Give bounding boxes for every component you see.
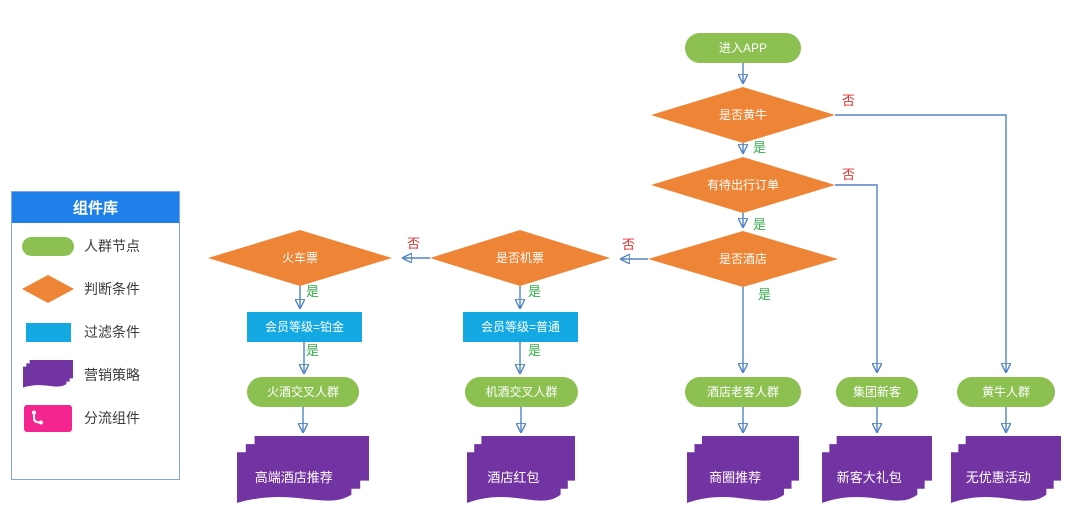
edge-label-no-pending: 否 [842, 167, 856, 182]
node-no-discount[interactable]: 无优惠活动 [951, 436, 1061, 509]
node-scalper-group[interactable]: 黄牛人群 [957, 377, 1055, 407]
node-label: 高端酒店推荐 [254, 470, 333, 485]
legend-item-label: 人群节点 [84, 238, 140, 254]
node-new-customer-gift[interactable]: 新客大礼包 [822, 436, 932, 509]
legend-item-strategy[interactable]: 营销策略 [12, 355, 179, 395]
node-hotel-old-customers[interactable]: 酒店老客人群 [685, 377, 801, 407]
node-member-normal[interactable]: 会员等级=普通 [463, 312, 578, 342]
legend-title: 组件库 [12, 192, 179, 223]
multi-doc-shape [467, 436, 575, 503]
legend-item-decision[interactable]: 判断条件 [12, 269, 179, 309]
edge-label-no-scalper: 否 [842, 93, 856, 108]
legend-panel: 组件库 人群节点 判断条件 过滤条件 营销策略 [11, 191, 180, 480]
node-group-new-customers[interactable]: 集团新客 [836, 377, 918, 407]
node-label: 新客大礼包 [836, 470, 902, 485]
node-label: 火酒交叉人群 [266, 385, 339, 399]
node-label: 黄牛人群 [981, 385, 1030, 399]
edge-label-yes-hotel: 是 [758, 287, 772, 302]
edge-label-yes-platinum: 是 [306, 343, 320, 358]
edge-label-no-hotel: 否 [622, 237, 636, 252]
edge-label-yes-flight: 是 [528, 284, 542, 299]
legend-item-label: 分流组件 [84, 410, 140, 426]
connector-scalper-no [835, 114, 1006, 372]
node-label: 进入APP [718, 41, 767, 55]
decision-icon [12, 275, 84, 303]
connector-pending-no [835, 184, 877, 372]
legend-item-filter[interactable]: 过滤条件 [12, 312, 179, 352]
node-train-hotel-cross[interactable]: 火酒交叉人群 [247, 377, 359, 407]
node-label: 无优惠活动 [965, 470, 1031, 485]
node-train-ticket[interactable]: 火车票 [208, 230, 392, 286]
node-is-hotel[interactable]: 是否酒店 [648, 231, 838, 287]
node-label: 集团新客 [852, 385, 901, 399]
legend-item-crowd-node[interactable]: 人群节点 [12, 226, 179, 266]
multi-doc-shape [237, 436, 369, 503]
filter-icon [12, 322, 84, 342]
node-is-flight[interactable]: 是否机票 [430, 230, 610, 286]
node-label: 商圈推荐 [709, 470, 762, 485]
node-label: 有待出行订单 [706, 178, 779, 192]
node-label: 是否酒店 [718, 252, 767, 266]
node-label: 是否机票 [495, 251, 544, 265]
node-label: 机酒交叉人群 [485, 385, 558, 399]
node-label: 会员等级=铂金 [264, 320, 344, 334]
node-premium-hotel-rec[interactable]: 高端酒店推荐 [237, 436, 369, 509]
edge-label-yes-scalper: 是 [753, 140, 767, 155]
multi-doc-shape [951, 436, 1061, 503]
node-label: 是否黄牛 [718, 108, 767, 122]
crowd-node-icon [12, 236, 84, 256]
legend-item-label: 营销策略 [84, 367, 140, 383]
node-enter-app[interactable]: 进入APP [685, 33, 801, 63]
node-flight-hotel-cross[interactable]: 机酒交叉人群 [465, 377, 578, 407]
legend-item-split[interactable]: 分流组件 [12, 398, 179, 438]
node-has-pending-order[interactable]: 有待出行订单 [651, 157, 835, 213]
node-business-district-rec[interactable]: 商圈推荐 [687, 436, 799, 509]
edge-label-no-flight: 否 [407, 236, 421, 251]
split-component-icon [12, 404, 84, 432]
legend-item-label: 判断条件 [84, 281, 140, 297]
legend-item-label: 过滤条件 [84, 324, 140, 340]
node-hotel-red-packet[interactable]: 酒店红包 [467, 436, 575, 509]
node-label: 会员等级=普通 [480, 320, 560, 334]
node-is-scalper[interactable]: 是否黄牛 [651, 87, 835, 143]
edge-label-yes-train: 是 [306, 284, 320, 299]
strategy-docs-icon [12, 360, 84, 390]
node-member-platinum[interactable]: 会员等级=铂金 [247, 312, 362, 342]
node-label: 酒店老客人群 [706, 385, 779, 399]
edge-label-yes-pending: 是 [753, 217, 767, 232]
node-label: 酒店红包 [487, 470, 540, 485]
node-label: 火车票 [281, 251, 318, 265]
edge-label-yes-normal: 是 [528, 343, 542, 358]
multi-doc-shape [687, 436, 799, 503]
multi-doc-shape [822, 436, 932, 503]
